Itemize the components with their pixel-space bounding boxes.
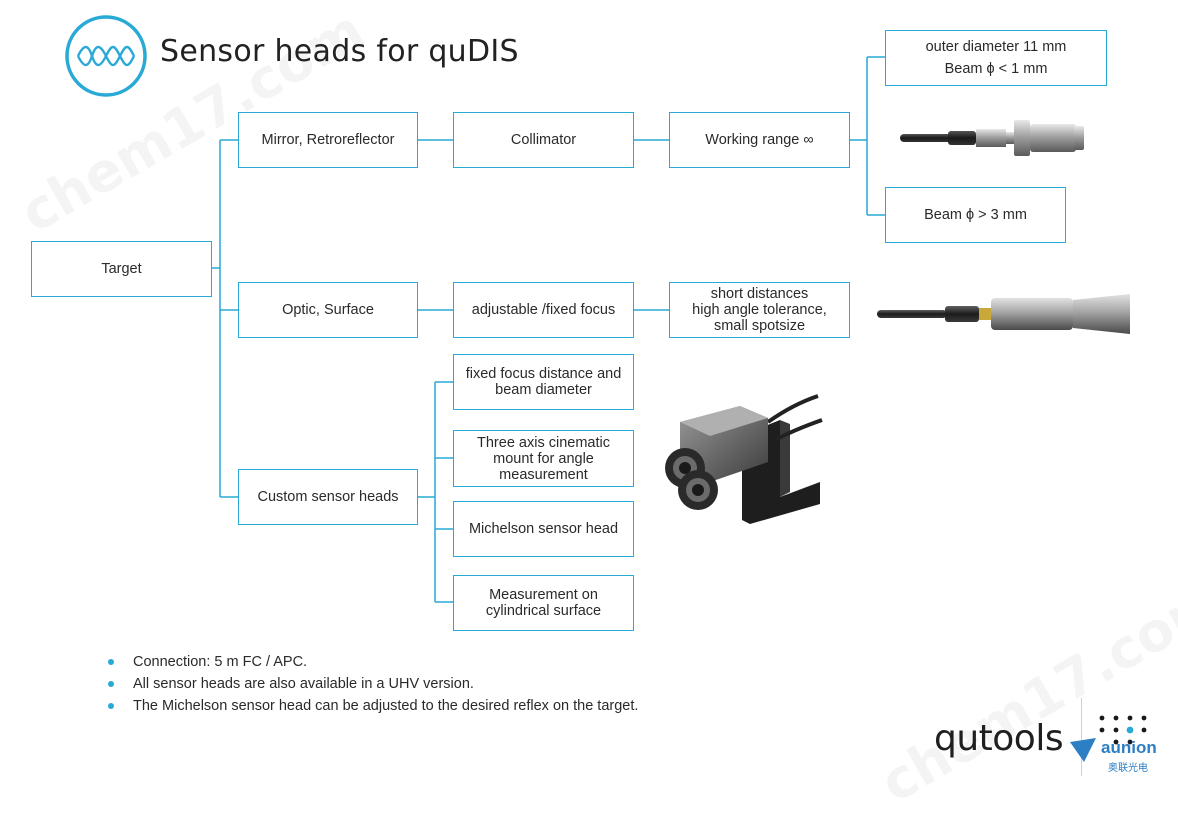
node-optic-surface: Optic, Surface (238, 282, 418, 338)
aunion-logo-icon (1070, 715, 1147, 762)
qudis-logo-icon (65, 15, 147, 97)
qutools-logo: qutools (934, 718, 1064, 759)
bullet-item: Connection: 5 m FC / APC. (108, 654, 638, 676)
node-custom-sensor-heads: Custom sensor heads (238, 469, 418, 525)
page-title: Sensor heads for quDIS (160, 34, 519, 69)
bullet-dot-icon (108, 703, 114, 709)
node-michelson: Michelson sensor head (453, 501, 634, 557)
node-working-range: Working range ∞ (669, 112, 850, 168)
tree-connectors (212, 56, 885, 603)
node-collimator: Collimator (453, 112, 634, 168)
bullet-item: The Michelson sensor head can be adjuste… (108, 698, 638, 720)
custom-mount-image (665, 394, 823, 524)
partner-logo-text: aunion (1101, 738, 1157, 757)
bullet-item: All sensor heads are also available in a… (108, 676, 638, 698)
focus-sensor-image (877, 294, 1130, 334)
bullet-dot-icon (108, 659, 114, 665)
collimator-sensor-image (900, 120, 1084, 156)
node-mirror-retroreflector: Mirror, Retroreflector (238, 112, 418, 168)
partner-logo-subtext: 奥联光电 (1108, 763, 1148, 774)
node-focus: adjustable /fixed focus (453, 282, 634, 338)
bullet-dot-icon (108, 681, 114, 687)
logo-divider (1081, 698, 1082, 776)
node-target: Target (31, 241, 212, 297)
node-beam-large: Beam ϕ > 3 mm (885, 187, 1066, 243)
info-bullets: Connection: 5 m FC / APC. All sensor hea… (108, 654, 638, 720)
